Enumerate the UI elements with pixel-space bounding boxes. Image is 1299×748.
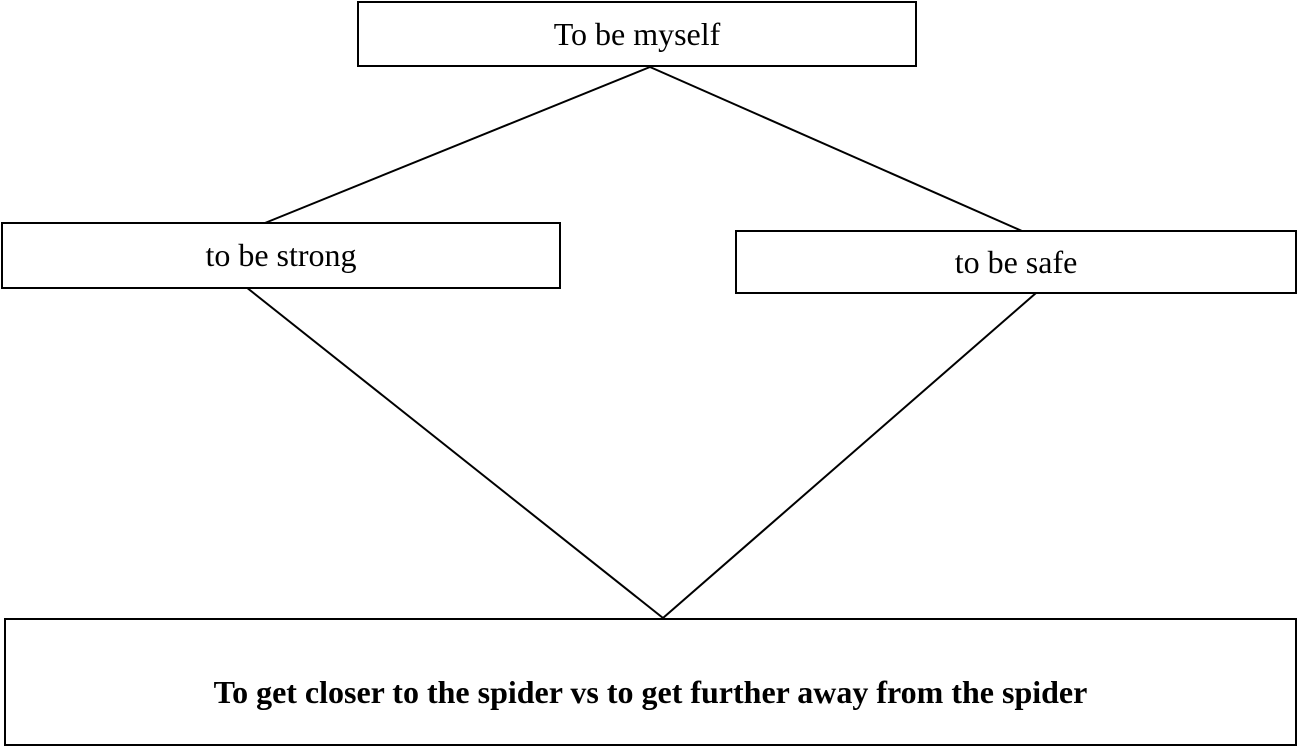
node-spider-dilemma-label: To get closer to the spider vs to get fu… xyxy=(213,673,1088,710)
node-to-be-strong: to be strong xyxy=(1,222,561,289)
node-to-be-myself-label: To be myself xyxy=(553,15,721,52)
node-spider-dilemma: To get closer to the spider vs to get fu… xyxy=(4,618,1297,746)
node-to-be-myself: To be myself xyxy=(357,1,917,67)
edge-right-to-bottom xyxy=(662,292,1037,619)
node-to-be-strong-label: to be strong xyxy=(205,237,357,273)
node-to-be-safe: to be safe xyxy=(735,230,1297,294)
edge-top-to-left xyxy=(259,66,651,226)
edge-top-to-right xyxy=(649,66,1023,232)
node-to-be-safe-label: to be safe xyxy=(954,243,1078,280)
edge-left-to-bottom xyxy=(245,286,664,619)
